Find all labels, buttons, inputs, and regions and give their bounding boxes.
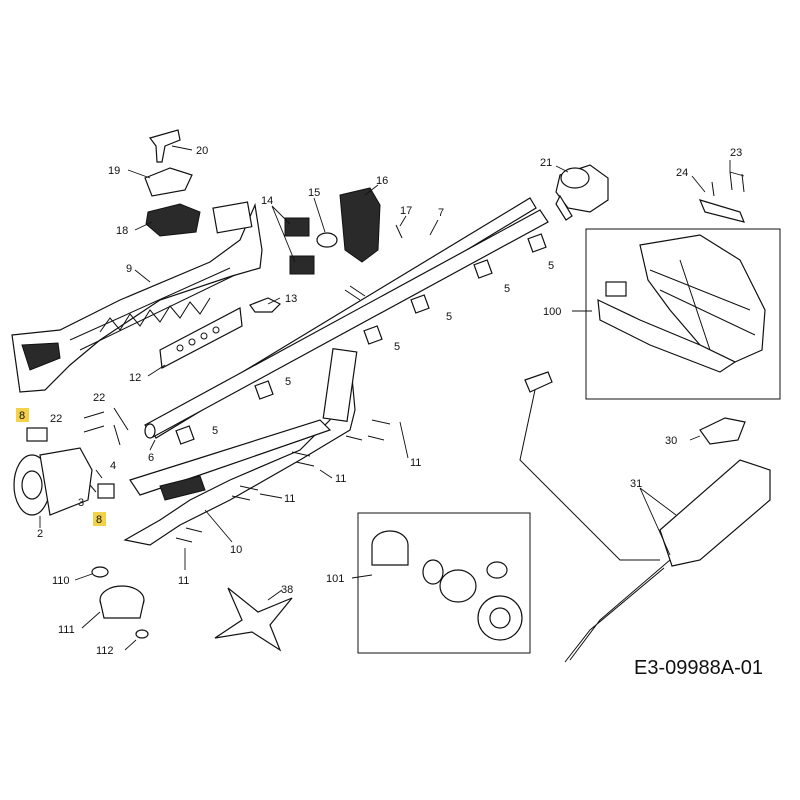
clip-30 (699, 417, 746, 445)
label-15: 15 (308, 187, 320, 199)
label-13: 13 (285, 293, 297, 305)
label-23: 23 (730, 147, 742, 159)
handle-31 (519, 371, 771, 663)
bushing-14 (284, 217, 315, 275)
label-5-a: 5 (548, 260, 554, 272)
label-5-c: 5 (446, 311, 452, 323)
highlight-8-a (16, 408, 29, 422)
label-17: 17 (400, 205, 412, 217)
gearhead-21 (555, 164, 609, 221)
label-111: 111 (58, 624, 75, 636)
bushing-5 (175, 233, 547, 445)
label-19: 19 (108, 165, 120, 177)
lower-housing (123, 347, 358, 546)
label-8-a: 8 (19, 410, 25, 422)
label-18: 18 (116, 225, 128, 237)
label-12: 12 (129, 372, 141, 384)
label-16: 16 (376, 175, 388, 187)
clamp-15 (316, 232, 338, 248)
label-11-d: 11 (178, 575, 189, 587)
label-21: 21 (540, 157, 552, 169)
shaft-tube (144, 209, 549, 439)
highlight-8-b (93, 512, 106, 526)
screws-22 (83, 407, 129, 493)
label-11-c: 11 (284, 493, 295, 505)
plate-12 (159, 307, 243, 369)
label-112: 112 (96, 645, 114, 657)
label-11-b: 11 (335, 473, 346, 485)
label-22-top: 22 (93, 392, 105, 404)
label-3: 3 (78, 497, 84, 509)
label-38: 38 (281, 584, 293, 596)
parts-110-112 (91, 566, 149, 639)
label-2: 2 (37, 528, 43, 540)
knob-assembly (144, 129, 201, 237)
label-30: 30 (665, 435, 677, 447)
blade-38 (214, 587, 293, 652)
screw-17 (395, 224, 403, 239)
label-5-d: 5 (394, 341, 400, 353)
label-100: 100 (543, 306, 561, 318)
label-4: 4 (110, 460, 116, 472)
gear-housing-2 (13, 447, 93, 516)
clamp-24 (698, 171, 745, 223)
label-8-b: 8 (96, 514, 102, 526)
diagram-reference: E3-09988A-01 (634, 657, 763, 679)
label-24: 24 (676, 167, 688, 179)
label-5-b: 5 (504, 283, 510, 295)
label-6: 6 (148, 452, 154, 464)
label-22-left: 22 (50, 413, 62, 425)
label-7: 7 (438, 207, 444, 219)
upper-housing (11, 201, 263, 393)
label-101: 101 (326, 573, 344, 585)
pad-8 (26, 427, 115, 499)
trimmer-head-101 (357, 512, 531, 654)
label-9: 9 (126, 263, 132, 275)
label-5-e: 5 (285, 376, 291, 388)
label-10: 10 (230, 544, 242, 556)
leader-lines (39, 145, 745, 651)
screws-11 (175, 419, 391, 543)
label-20: 20 (196, 145, 208, 157)
label-5-f: 5 (212, 425, 218, 437)
label-11-a: 11 (410, 457, 421, 469)
guard-100 (585, 228, 781, 400)
label-110: 110 (52, 575, 70, 587)
bracket-16 (339, 187, 381, 263)
label-31: 31 (630, 478, 642, 490)
part-labels: 20 19 18 14 15 16 17 7 21 24 23 9 13 12 … (16, 145, 742, 657)
label-14: 14 (261, 195, 273, 207)
